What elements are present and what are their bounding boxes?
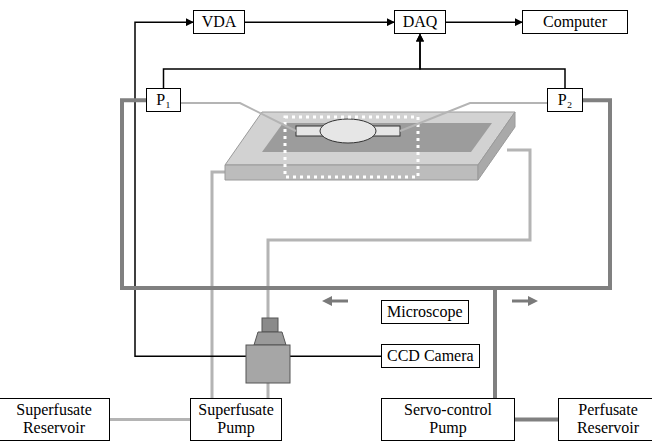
pressure-transducer: P₁ xyxy=(146,88,181,112)
flow-arrow-right xyxy=(512,300,530,303)
flow-arrowhead-left xyxy=(322,296,332,306)
chamber-side xyxy=(478,112,515,180)
superfusate-inflow xyxy=(212,172,228,398)
superfusate-tubing xyxy=(212,150,530,398)
node-label: Computer xyxy=(528,13,622,31)
pump-box: Servo-control Pump xyxy=(381,398,515,441)
node-label: DAQ xyxy=(400,13,440,31)
instrument-label-box: CCD Camera xyxy=(381,344,480,368)
node-label: Superfusate Pump xyxy=(196,401,276,438)
node-label: VDA xyxy=(199,13,239,31)
camera-body xyxy=(246,345,290,383)
module-box: DAQ xyxy=(394,10,446,34)
instrument-label-box: Microscope xyxy=(381,300,469,324)
perfusate-tube xyxy=(495,100,610,398)
cannula-right xyxy=(400,103,547,131)
pressure-transducer: P₂ xyxy=(547,88,583,112)
chamber-channel xyxy=(262,123,492,152)
module-box: VDA xyxy=(193,10,245,34)
node-label: Superfusate Reservoir xyxy=(4,401,104,438)
signal-line xyxy=(446,21,522,23)
reservoir-box: Superfusate Reservoir xyxy=(0,398,110,441)
pump-box: Superfusate Pump xyxy=(190,398,282,441)
cannula-left xyxy=(181,103,296,131)
flow-arrow-left xyxy=(330,300,348,303)
node-label: Servo-control Pump xyxy=(387,401,509,438)
viewing-window xyxy=(285,117,418,177)
module-box: Computer xyxy=(522,10,628,34)
reservoir-box: Perfusate Reservoir xyxy=(558,398,652,441)
node-label: P₁ xyxy=(152,91,175,109)
perfusion-chamber xyxy=(225,112,515,180)
chamber-top xyxy=(225,112,515,165)
perfusate-tube xyxy=(515,417,558,421)
superfusate-tube xyxy=(110,418,190,421)
objective-barrel xyxy=(254,332,286,345)
flow-arrowhead-right xyxy=(528,296,538,306)
signal-line xyxy=(245,21,394,23)
node-label: P₂ xyxy=(553,91,577,109)
node-label: Microscope xyxy=(387,303,463,321)
objective-lens xyxy=(262,318,278,332)
node-label: Perfusate Reservoir xyxy=(564,401,652,438)
signal-line xyxy=(135,22,381,356)
node-label: CCD Camera xyxy=(387,347,474,365)
perfusate-tube xyxy=(122,100,495,398)
vessel-bulge xyxy=(320,119,376,143)
signal-line xyxy=(164,34,421,88)
signal-line xyxy=(420,34,565,88)
superfusate-outflow xyxy=(268,150,530,398)
cannula-lines xyxy=(181,103,547,131)
